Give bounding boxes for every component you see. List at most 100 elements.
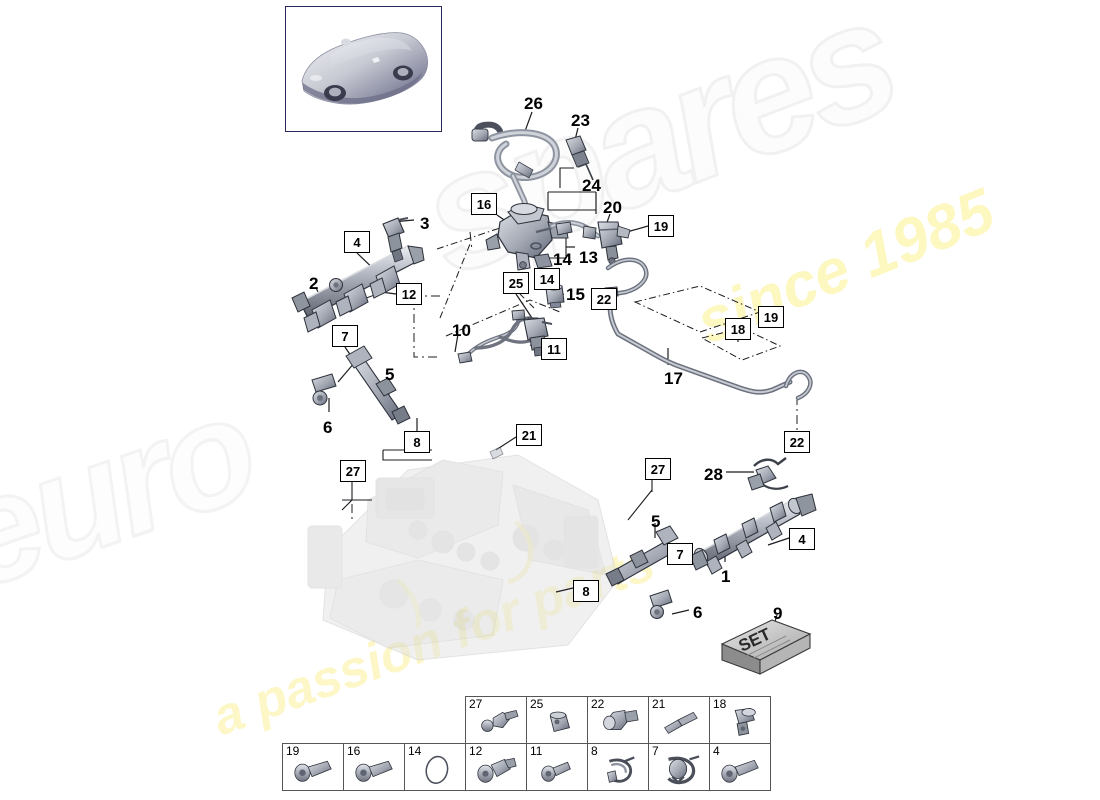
callout-box-8-right[interactable]: 8 <box>573 580 599 602</box>
clamp-bracket-icon <box>734 708 756 736</box>
legend-cell-21[interactable]: 21 <box>648 696 710 744</box>
legend-cell-18[interactable]: 18 <box>709 696 771 744</box>
part-16-high-pressure-pump <box>485 203 569 271</box>
callout-box-27-right[interactable]: 27 <box>645 458 671 480</box>
hex-socket-bolt-icon <box>355 760 393 782</box>
legend-number-8: 8 <box>591 744 598 758</box>
o-ring-seal-icon <box>425 755 449 784</box>
callout-box-8-left[interactable]: 8 <box>404 431 430 453</box>
part-6-clip-right <box>649 589 673 619</box>
part-5-injector-left <box>345 345 411 425</box>
callout-number-6-right: 6 <box>693 603 703 622</box>
callout-box-4-right[interactable]: 4 <box>789 528 815 550</box>
callout-number-17: 17 <box>664 369 683 388</box>
callout-number-26: 26 <box>524 94 543 113</box>
legend-number-4: 4 <box>713 744 720 758</box>
part-24-pump-pipe <box>549 220 601 240</box>
callout-number-5-right: 5 <box>651 512 661 531</box>
legend-cell-4[interactable]: 4 <box>709 743 771 791</box>
part-1-fuel-rail-right <box>689 493 817 575</box>
legend-number-22: 22 <box>591 697 605 711</box>
part-23-connector <box>565 135 594 181</box>
short-bolt-icon <box>541 761 571 782</box>
legend-cell-16[interactable]: 16 <box>343 743 405 791</box>
callout-number-1: 1 <box>721 567 731 586</box>
callout-number-20: 20 <box>603 198 622 217</box>
part-14-seal-ring <box>530 242 542 250</box>
legend-cell-14[interactable]: 14 <box>404 743 466 791</box>
legend-cell-7[interactable]: 7 <box>648 743 710 791</box>
part-28-retaining-clip <box>747 457 789 491</box>
callout-number-15: 15 <box>566 285 585 304</box>
grommet-plug-icon <box>549 711 570 733</box>
callout-number-24: 24 <box>582 176 601 195</box>
flanged-nut-bolt-icon <box>603 709 639 730</box>
part-9-set-box: SET <box>720 619 812 675</box>
callout-number-5-left: 5 <box>385 365 395 384</box>
part-6-clip-left <box>311 373 337 406</box>
callout-box-21[interactable]: 21 <box>516 424 542 446</box>
callout-box-19-right[interactable]: 19 <box>758 306 784 328</box>
legend-cell-11[interactable]: 11 <box>526 743 588 791</box>
legend-number-14: 14 <box>408 744 422 758</box>
callout-number-2: 2 <box>309 274 319 293</box>
pan-head-bolt-icon <box>721 759 759 783</box>
callout-number-10: 10 <box>452 321 471 340</box>
callout-number-28: 28 <box>704 465 723 484</box>
spring-clip-icon <box>607 756 635 783</box>
legend-row-1: 27 25 22 <box>282 696 771 744</box>
callout-box-14[interactable]: 14 <box>534 268 560 290</box>
part-22-pipe-bracket-lower <box>783 369 813 401</box>
stud-ball-bolt-icon <box>481 709 519 732</box>
dowel-pin-icon <box>664 711 698 734</box>
legend-number-7: 7 <box>652 744 659 758</box>
legend-number-19: 19 <box>286 744 300 758</box>
callout-box-22-right[interactable]: 22 <box>784 431 810 453</box>
part-5-injector-right <box>605 525 679 587</box>
callout-box-16[interactable]: 16 <box>471 193 497 215</box>
callout-box-18[interactable]: 18 <box>725 318 751 340</box>
part-2-fuel-rail-left <box>291 245 425 333</box>
legend-cell-25[interactable]: 25 <box>526 696 588 744</box>
callout-box-27-left[interactable]: 27 <box>340 460 366 482</box>
legend-number-21: 21 <box>652 697 666 711</box>
callout-box-19-upper[interactable]: 19 <box>648 215 674 237</box>
retaining-clip-icon <box>667 755 700 785</box>
callout-number-9: 9 <box>773 604 783 623</box>
legend-number-25: 25 <box>530 697 544 711</box>
callout-number-6-left: 6 <box>323 418 333 437</box>
callout-box-7-left[interactable]: 7 <box>332 325 358 347</box>
parts-legend-table: 27 25 22 <box>282 696 771 791</box>
legend-spacer <box>282 696 344 744</box>
legend-number-12: 12 <box>469 744 483 758</box>
callout-number-13: 13 <box>579 248 598 267</box>
legend-row-2: 19 16 14 <box>282 743 771 791</box>
flanged-bolt-icon <box>477 757 517 783</box>
callout-box-25[interactable]: 25 <box>503 272 529 294</box>
callout-box-22-middle[interactable]: 22 <box>591 288 617 310</box>
callout-box-7-right[interactable]: 7 <box>667 543 693 565</box>
callout-number-14: 14 <box>553 250 572 269</box>
callout-box-11[interactable]: 11 <box>541 338 567 360</box>
legend-cell-12[interactable]: 12 <box>465 743 527 791</box>
legend-number-16: 16 <box>347 744 361 758</box>
legend-cell-27[interactable]: 27 <box>465 696 527 744</box>
legend-number-11: 11 <box>530 744 543 758</box>
legend-cell-19[interactable]: 19 <box>282 743 344 791</box>
part-21-dowel-pointer <box>489 446 504 460</box>
callout-number-3: 3 <box>420 214 430 233</box>
legend-number-27: 27 <box>469 697 483 711</box>
part-17-fuel-line <box>607 293 793 395</box>
vehicle-thumbnail <box>285 6 442 132</box>
legend-cell-22[interactable]: 22 <box>587 696 649 744</box>
engine-block-ghost <box>307 454 619 661</box>
legend-number-18: 18 <box>713 697 727 711</box>
callout-number-23: 23 <box>571 111 590 130</box>
hex-socket-bolt-icon <box>294 760 332 782</box>
legend-spacer <box>404 696 466 744</box>
callout-box-4-left[interactable]: 4 <box>344 231 370 253</box>
legend-cell-8[interactable]: 8 <box>587 743 649 791</box>
callout-box-12[interactable]: 12 <box>396 283 422 305</box>
